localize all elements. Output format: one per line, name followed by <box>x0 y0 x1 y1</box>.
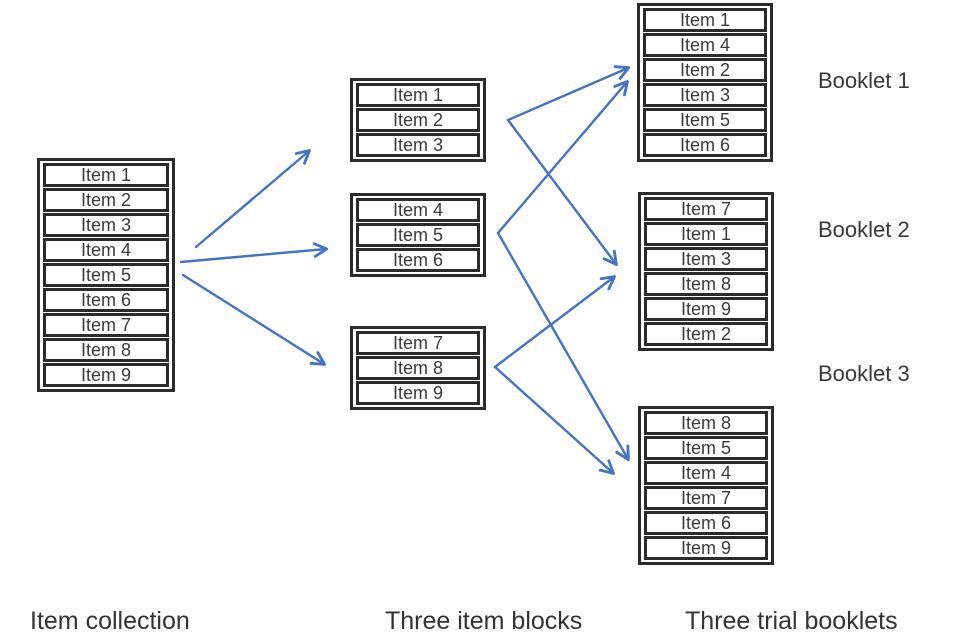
arrow-item-block-2-to-booklet-3 <box>496 231 630 462</box>
item-cell: Item 4 <box>644 461 768 485</box>
item-cell: Item 1 <box>43 163 169 187</box>
item-cell: Item 6 <box>644 511 768 535</box>
item-cell: Item 5 <box>644 436 768 460</box>
item-cell: Item 6 <box>43 288 169 312</box>
booklet-2-label: Booklet 2 <box>818 217 910 242</box>
item-cell: Item 5 <box>356 223 480 247</box>
item-cell: Item 4 <box>643 33 767 57</box>
item-cell: Item 2 <box>356 108 480 132</box>
arrow-item-block-1-to-booklet-1 <box>506 65 631 122</box>
arrow-item-block-3-to-booklet-2 <box>493 275 616 369</box>
item-cell: Item 2 <box>43 188 169 212</box>
booklet-3-label: Booklet 3 <box>818 361 910 386</box>
arrow-item-block-3-to-booklet-3 <box>493 365 615 475</box>
item-cell: Item 8 <box>644 272 768 296</box>
item-cell: Item 3 <box>356 133 480 157</box>
item-cell: Item 5 <box>43 263 169 287</box>
caption-three-item-blocks: Three item blocks <box>385 607 583 635</box>
item-cell: Item 7 <box>356 331 480 355</box>
item-cell: Item 9 <box>43 363 169 387</box>
item-cell: Item 8 <box>43 338 169 362</box>
item-cell: Item 7 <box>644 486 768 510</box>
caption-three-trial-booklets: Three trial booklets <box>685 607 898 635</box>
arrow-item-collection-to-item-block-2 <box>179 242 329 264</box>
item-cell: Item 1 <box>643 8 767 32</box>
item-cell: Item 2 <box>644 322 768 346</box>
item-cell: Item 3 <box>643 83 767 107</box>
item-cell: Item 3 <box>43 213 169 237</box>
item-cell: Item 2 <box>643 58 767 82</box>
item-cell: Item 4 <box>43 238 169 262</box>
item-cell: Item 1 <box>644 222 768 246</box>
item-cell: Item 4 <box>356 198 480 222</box>
arrow-item-block-1-to-booklet-2 <box>506 118 618 266</box>
caption-item-collection: Item collection <box>30 607 190 635</box>
arrow-item-collection-to-item-block-1 <box>194 149 311 249</box>
item-cell: Item 7 <box>43 313 169 337</box>
item-cell: Item 9 <box>356 381 480 405</box>
arrow-item-collection-to-item-block-3 <box>181 273 327 366</box>
item-cell: Item 1 <box>356 83 480 107</box>
item-cell: Item 8 <box>356 356 480 380</box>
item-cell: Item 5 <box>643 108 767 132</box>
arrow-item-block-2-to-booklet-1 <box>496 80 629 235</box>
item-cell: Item 9 <box>644 297 768 321</box>
item-cell: Item 6 <box>643 133 767 157</box>
booklet-1-label: Booklet 1 <box>818 68 910 93</box>
item-cell: Item 8 <box>644 411 768 435</box>
item-cell: Item 7 <box>644 197 768 221</box>
item-cell: Item 3 <box>644 247 768 271</box>
item-cell: Item 9 <box>644 536 768 560</box>
item-cell: Item 6 <box>356 248 480 272</box>
